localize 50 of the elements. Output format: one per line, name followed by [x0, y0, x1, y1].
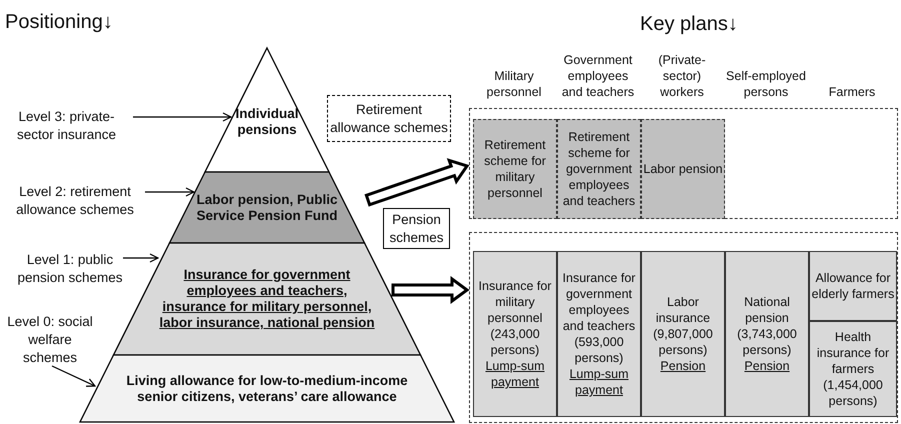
payment-type-text: Lump-sum payment [484, 358, 546, 390]
plan-cell [809, 321, 897, 417]
arrow [133, 112, 232, 122]
cell-text: Labor insurance (9,807,000 persons) [652, 294, 714, 358]
cell-text: Labor pension [643, 161, 723, 177]
plan-cell [725, 251, 809, 417]
pyramid-tier [205, 48, 329, 172]
tier-text: Individual pensions [234, 106, 300, 138]
plan-cell [641, 119, 725, 219]
column-header: Farmers [828, 84, 876, 100]
level-label: Level 2: retirement allowance schemes [15, 183, 135, 219]
cell-text: Allowance for elderly farmers [810, 270, 896, 302]
section-heading: Key plans↓ [640, 12, 738, 36]
dashed-container [469, 108, 898, 219]
plan-cell [809, 251, 897, 321]
cell-text: Insurance for military personnel (243,000 persons) [478, 278, 552, 358]
tier-text: Insurance for government employees and teachers, insurance for military personnel, labor insurance, national pension [158, 267, 376, 331]
cell-text: Insurance for government employees and teachers (593,000 persons) [562, 270, 636, 366]
plan-cell [473, 251, 557, 417]
level-label: Level 1: public pension schemes [16, 251, 124, 287]
payment-type-text: Lump-sum payment [568, 366, 630, 398]
box-text: Pension schemes [388, 210, 445, 246]
tier-text: Labor pension, Public Service Pension Fund [195, 192, 339, 224]
column-header: (Private-sector) workers [657, 52, 707, 100]
plan-cell [557, 251, 641, 417]
arrow [145, 187, 195, 197]
payment-type-text: Pension [744, 358, 790, 374]
plan-cell [641, 251, 725, 417]
section-heading: Positioning↓ [5, 10, 113, 34]
payment-type-text: Pension [660, 358, 706, 374]
cell-text: Retirement scheme for government employees and teachers [562, 129, 636, 209]
tier-text: Living allowance for low-to-medium-income senior citizens, veterans’ care allowance [125, 372, 409, 404]
arrow [123, 253, 159, 263]
pyramid-tier [80, 355, 454, 422]
column-header: Government employees and teachers [560, 52, 636, 100]
arrow [52, 365, 96, 387]
dashed-container [469, 232, 898, 423]
column-header: Self-employed persons [725, 68, 807, 100]
plan-cell [473, 119, 557, 219]
cell-text: Health insurance for farmers (1,454,000 persons) [816, 329, 890, 409]
column-header: Military personnel [486, 68, 542, 100]
level-label: Level 3: private-sector insurance [16, 108, 118, 144]
dashed-box [327, 95, 451, 142]
level-label: Level 0: social welfare schemes [6, 313, 94, 367]
block-arrow [392, 276, 470, 304]
block-arrow [364, 158, 470, 207]
cell-text: Retirement scheme for military personnel [483, 137, 547, 201]
cell-text: National pension (3,743,000 persons) [736, 294, 798, 358]
box-text: Retirement allowance schemes [329, 100, 449, 136]
plan-cell [557, 119, 641, 219]
